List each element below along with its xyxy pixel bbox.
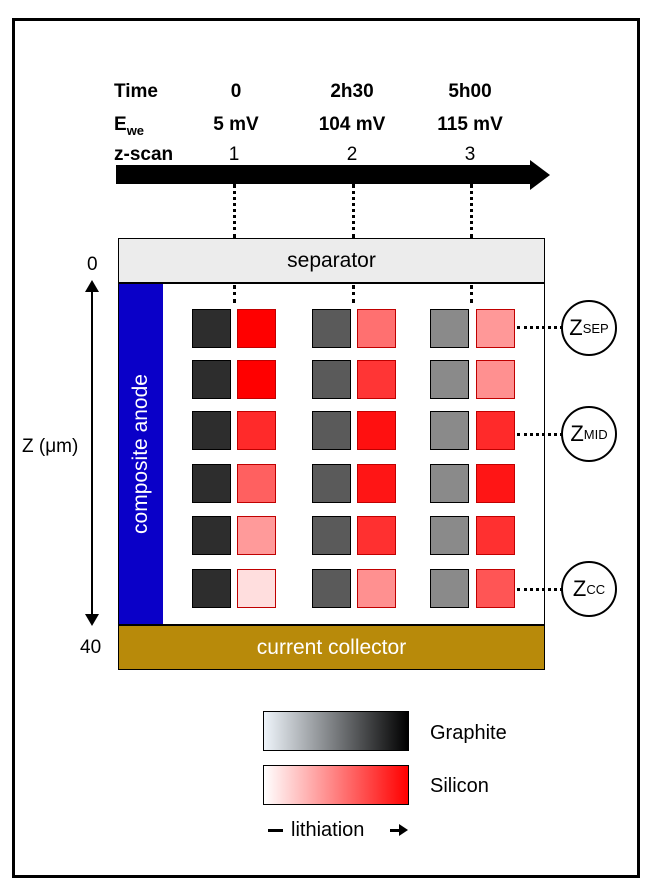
scan-2-voltage: 104 mV [318,114,386,135]
composite-anode-bar [119,284,163,624]
scan-3-voltage: 115 mV [437,114,503,135]
zsep-leader [517,326,563,329]
zcc-leader [517,588,563,591]
graphite-cell-scan1-row2 [192,360,231,399]
scan-2-guide [352,184,355,238]
zmid-main: Z [570,421,584,446]
scan-2-inner-guide [352,285,355,303]
separator-layer: separator [118,238,545,283]
silicon-cell-scan1-row4 [237,464,276,503]
graphite-cell-scan3-row6 [430,569,469,608]
zsep-sub: SEP [582,320,609,336]
ewe-sub: we [126,122,145,138]
separator-label: separator [287,248,376,272]
lithiation-label: lithiation [291,819,365,841]
silicon-cell-scan3-row4 [476,464,515,503]
graphite-cell-scan1-row3 [192,411,231,450]
z-axis-line [91,290,93,616]
graphite-cell-scan1-row4 [192,464,231,503]
graphite-cell-scan1-row1 [192,309,231,348]
graphite-cell-scan1-row6 [192,569,231,608]
silicon-cell-scan1-row2 [237,360,276,399]
graphite-cell-scan2-row6 [312,569,351,608]
graphite-cell-scan3-row1 [430,309,469,348]
graphite-cell-scan3-row3 [430,411,469,450]
figure-frame [12,18,640,878]
lithiation-minus-icon [268,829,283,832]
graphite-cell-scan2-row3 [312,411,351,450]
silicon-legend-label: Silicon [430,775,489,797]
scan-2-time: 2h30 [330,81,374,102]
silicon-cell-scan1-row6 [237,569,276,608]
ewe-row-label: Ewe [114,114,144,138]
z-axis-label: Z (μm) [22,436,79,458]
graphite-cell-scan3-row2 [430,360,469,399]
scan-1-time: 0 [230,81,242,102]
silicon-gradient-bar [263,765,409,805]
lithiation-arrow-shaft [390,829,400,832]
z-axis-bottom-value: 40 [80,637,102,659]
silicon-cell-scan2-row6 [357,569,396,608]
z-axis-arrow-bottom [85,614,99,626]
lithiation-arrow-icon [399,824,408,836]
current-collector-layer: current collector [118,625,545,670]
zmid-leader [517,433,563,436]
time-arrow-head [530,160,550,190]
silicon-cell-scan3-row6 [476,569,515,608]
silicon-cell-scan2-row1 [357,309,396,348]
silicon-cell-scan1-row1 [237,309,276,348]
silicon-cell-scan2-row4 [357,464,396,503]
graphite-gradient-bar [263,711,409,751]
collector-label: current collector [256,635,407,659]
silicon-cell-scan2-row3 [357,411,396,450]
graphite-cell-scan3-row4 [430,464,469,503]
silicon-cell-scan2-row5 [357,516,396,555]
zscan-row-label: z-scan [114,144,174,165]
time-row-label: Time [114,81,159,102]
scan-1-inner-guide [233,285,236,303]
scan-1-number: 1 [228,144,240,165]
scan-3-guide [470,184,473,238]
zcc-sub: CC [586,581,606,597]
z-axis-arrow-top [85,280,99,292]
graphite-cell-scan2-row5 [312,516,351,555]
scan-1-guide [233,184,236,238]
scan-3-inner-guide [470,285,473,303]
time-arrow [116,165,532,184]
scan-2-number: 2 [346,144,358,165]
scan-3-time: 5h00 [448,81,492,102]
graphite-cell-scan1-row5 [192,516,231,555]
silicon-cell-scan2-row2 [357,360,396,399]
graphite-cell-scan3-row5 [430,516,469,555]
scan-1-voltage: 5 mV [213,114,259,135]
ewe-main: E [114,114,127,135]
graphite-cell-scan2-row1 [312,309,351,348]
zsep-main: Z [569,315,583,340]
silicon-cell-scan1-row5 [237,516,276,555]
zmid-sub: MID [583,426,608,442]
graphite-cell-scan2-row2 [312,360,351,399]
silicon-cell-scan3-row5 [476,516,515,555]
graphite-legend-label: Graphite [430,722,507,744]
silicon-cell-scan3-row2 [476,360,515,399]
silicon-cell-scan1-row3 [237,411,276,450]
silicon-cell-scan3-row1 [476,309,515,348]
composite-anode-label: composite anode [129,374,152,534]
zcc-main: Z [572,576,587,601]
silicon-cell-scan3-row3 [476,411,515,450]
z-axis-top-value: 0 [87,254,98,276]
graphite-cell-scan2-row4 [312,464,351,503]
scan-3-number: 3 [464,144,476,165]
